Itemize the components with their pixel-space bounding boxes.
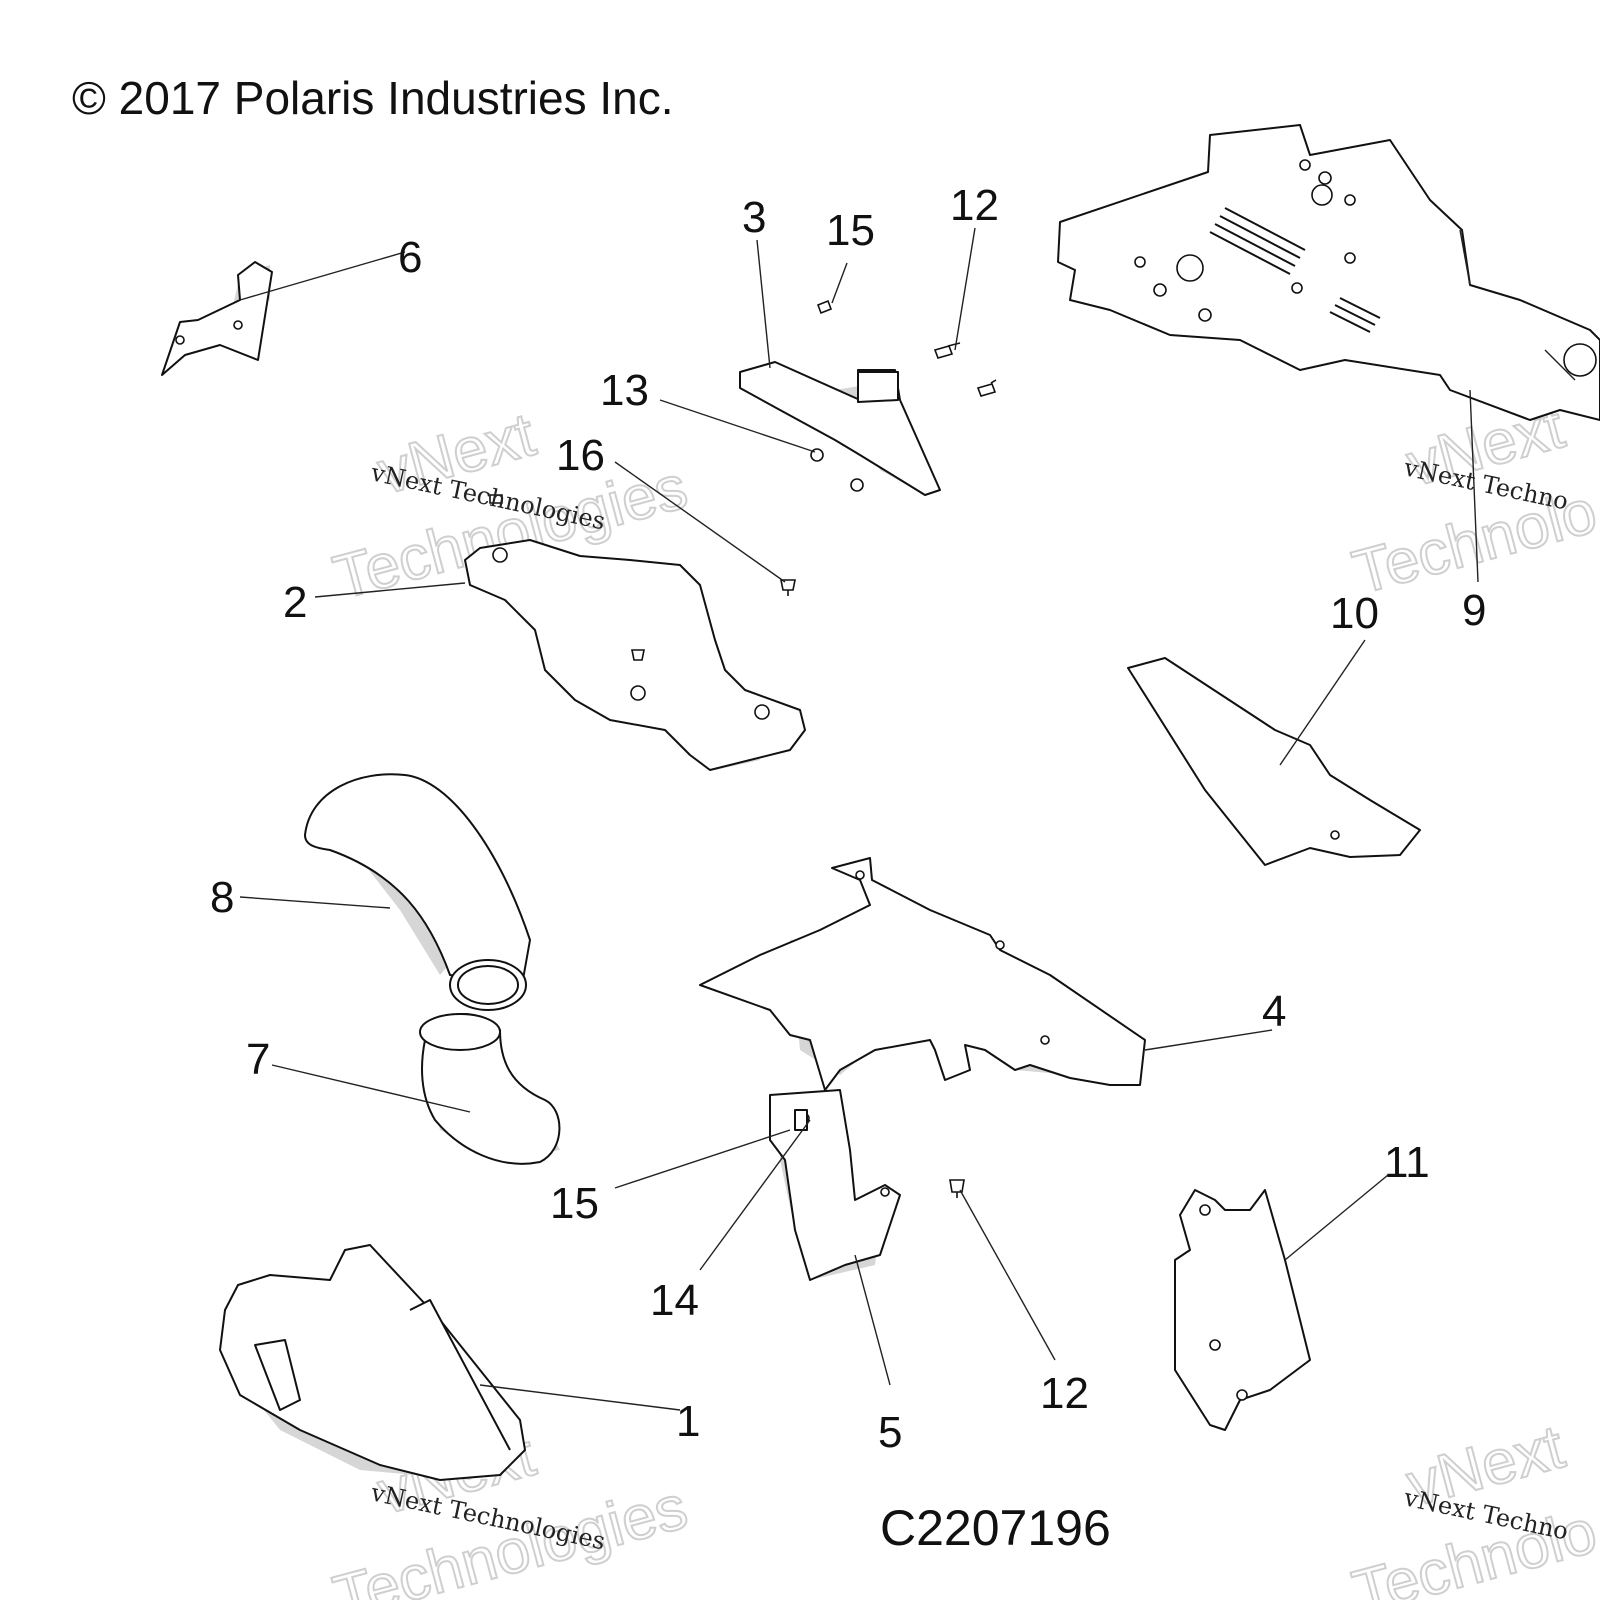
part-11-side-panel: [1174, 1189, 1311, 1431]
nut-13-b: [850, 478, 864, 492]
leader-13: [659, 399, 816, 453]
callout-13: 13: [600, 366, 649, 415]
callout-2: 2: [283, 578, 307, 627]
part-6-bracket: [161, 261, 273, 376]
fastener-12-top-b: [976, 379, 997, 397]
leader-lines: [239, 227, 1479, 1411]
part-7-elbow-duct: [419, 1013, 561, 1165]
fastener-15-top: [816, 299, 833, 315]
part-8-air-duct: [304, 773, 531, 1011]
leader-14: [699, 1119, 811, 1271]
leader-15-top: [831, 262, 848, 304]
leader-12-top: [954, 227, 976, 351]
callout-4: 4: [1262, 987, 1286, 1036]
leader-4: [1144, 1029, 1273, 1051]
fastener-16-a: [489, 494, 503, 504]
part-2-heat-shield: [464, 539, 806, 771]
callout-12-bottom: 12: [1040, 1369, 1089, 1418]
part-1-lower-shield: [219, 1244, 526, 1481]
callout-12-top: 12: [950, 181, 999, 230]
part-9-skid-plate: [1057, 124, 1600, 421]
leader-15-bottom: [614, 1129, 791, 1189]
callout-15-bottom: 15: [550, 1179, 599, 1228]
part-3-mount-plate: [739, 361, 941, 496]
fastener-12-lower: [949, 1179, 965, 1198]
leader-2: [314, 582, 466, 598]
leader-6: [239, 251, 406, 301]
leader-8: [239, 896, 391, 909]
callout-11: 11: [1384, 1138, 1430, 1187]
fastener-16-b: [780, 579, 796, 596]
callout-15-top: 15: [826, 206, 875, 255]
leader-12-bottom: [959, 1189, 1056, 1361]
part-10-panel: [1127, 657, 1421, 866]
part-4-large-shield: [699, 857, 1146, 1091]
callout-9: 9: [1462, 586, 1486, 635]
callout-5: 5: [878, 1408, 902, 1457]
callout-8: 8: [210, 873, 234, 922]
drawing-id: C2207196: [880, 1500, 1111, 1556]
callout-7: 7: [246, 1035, 270, 1084]
leader-10: [1279, 639, 1366, 766]
leader-5: [854, 1254, 891, 1386]
leader-1: [479, 1384, 681, 1411]
callout-10: 10: [1330, 589, 1379, 638]
part-5-lower-bracket: [769, 1089, 901, 1281]
copyright-text: © 2017 Polaris Industries Inc.: [72, 72, 674, 124]
callout-3: 3: [742, 193, 766, 242]
leader-16: [614, 461, 786, 583]
fastener-12-top-a: [933, 342, 961, 359]
leader-7: [271, 1064, 471, 1113]
callout-1: 1: [676, 1397, 700, 1446]
callout-labels: 6 3 15 12 13 16 2 10 9 8 4 7 11 15 14 12…: [210, 181, 1486, 1457]
callout-6: 6: [398, 233, 422, 282]
leader-3: [756, 239, 771, 369]
leader-11: [1284, 1174, 1389, 1261]
callout-16: 16: [556, 431, 605, 480]
callout-14: 14: [650, 1276, 699, 1325]
leader-9: [1469, 389, 1479, 583]
